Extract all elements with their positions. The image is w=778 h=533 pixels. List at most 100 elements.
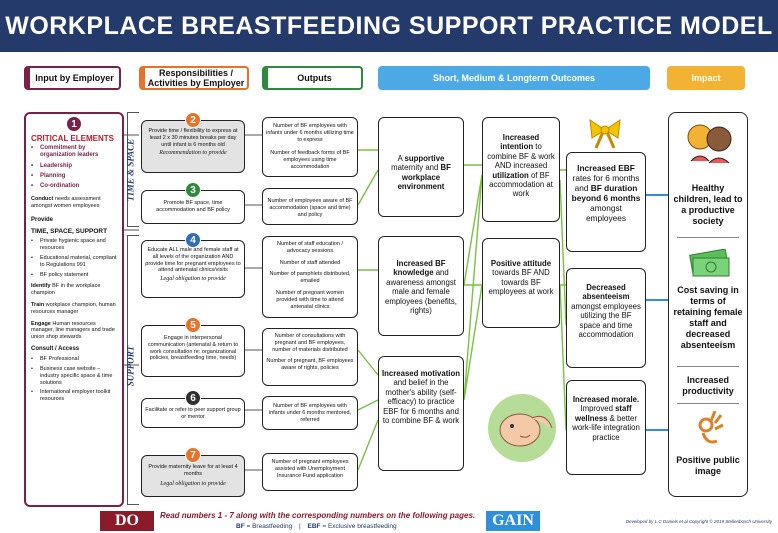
- outcome-bold: supportive: [404, 154, 445, 163]
- activity-text-3: Promote BF space, time accommodation and…: [156, 200, 230, 213]
- input-panel: 1 CRITICAL ELEMENTS Commitment by organi…: [24, 112, 124, 507]
- number-badge-3: 3: [185, 182, 201, 198]
- page-title: WORKPLACE BREASTFEEDING SUPPORT PRACTICE…: [0, 0, 778, 52]
- identify-rest: BF in the workplace champion: [31, 283, 101, 297]
- activity-box-4: Educate ALL male and female staff at all…: [141, 240, 245, 298]
- output-item: Number of staff education / advocacy ses…: [277, 241, 343, 254]
- outcome-morale: Increased morale. Improved staff wellnes…: [566, 380, 646, 475]
- train-bold: Train: [31, 301, 45, 308]
- outcome-ebf-rates: Increased EBF rates for 6 months and BF …: [566, 152, 646, 252]
- train-rest: workplace champion, human resources mana…: [31, 301, 116, 315]
- activity-note-2: Recommendation to provide: [159, 150, 227, 157]
- activity-text-2: Provide time / flexibility to express at…: [148, 128, 238, 148]
- impact-divider: [677, 403, 739, 404]
- output-item: Number of employees aware of BF accommod…: [267, 198, 353, 218]
- output-item: Number of BF employees with infants unde…: [266, 123, 354, 143]
- header-responsibilities-label: Responsibilities / Activities by Employe…: [147, 68, 245, 88]
- tss-item: Private hygienic space and resources: [31, 238, 117, 252]
- impact-panel: Healthy children, lead to a productive s…: [668, 112, 748, 497]
- critical-item: Co-ordination: [31, 183, 117, 191]
- outcome-text: towards BF AND towards BF employees at w…: [488, 268, 554, 297]
- footer-credit: Developed by L.C Daniels et al.Copyright…: [625, 519, 772, 524]
- outcome-bold: BF duration beyond 6 months: [571, 183, 641, 203]
- abbr-ebf-def: = Exclusive breastfeeding: [320, 523, 397, 530]
- tss-item: Educational material, compliant to Regul…: [31, 255, 117, 269]
- output-item: Number of pregnant, BF employees aware o…: [266, 358, 354, 372]
- header-input-label: Input by Employer: [35, 73, 114, 83]
- engage-rest: Human resources manager, line managers a…: [31, 320, 115, 341]
- header-outputs-label: Outputs: [297, 73, 332, 83]
- consult-item: Business case website – industry specifi…: [31, 366, 117, 386]
- outcome-bold: Increased morale.: [572, 395, 640, 404]
- consult-item: BF Professional: [31, 356, 117, 363]
- outcome-text: and belief in the mother's ability (self…: [382, 378, 460, 426]
- output-item: Number of pregnant women provided with t…: [275, 289, 345, 310]
- activity-box-5: Engage in interpersonal communication (a…: [141, 325, 245, 377]
- outcome-bold: BF workplace environment: [397, 163, 451, 192]
- outcome-text: maternity and: [391, 163, 441, 173]
- bow-icon: [586, 116, 624, 150]
- header-outcomes: Short, Medium & Longterm Outcomes: [378, 66, 650, 90]
- train-text: Train workplace champion, human resource…: [31, 302, 117, 316]
- baby-illustration: [482, 388, 562, 468]
- outcome-text: A: [397, 154, 405, 163]
- critical-item: Planning: [31, 173, 117, 181]
- outcome-text: and awareness amongst male and female em…: [385, 268, 457, 316]
- number-badge-1: 1: [66, 116, 82, 132]
- output-box-4: Number of staff education / advocacy ses…: [262, 236, 358, 318]
- number-badge-6: 6: [185, 390, 201, 406]
- number-badge-2: 2: [185, 112, 201, 128]
- outcome-intention: Increased intention to combine BF & work…: [482, 117, 560, 222]
- impact-productivity: Increased productivity: [682, 375, 734, 396]
- tss-item: BF policy statement: [31, 272, 117, 279]
- outcome-text: rates for 6 months and: [572, 173, 640, 193]
- activity-text-4: Educate ALL male and female staff at all…: [145, 247, 241, 274]
- outcome-bf-knowledge: Increased BF knowledge and awareness amo…: [378, 236, 464, 336]
- outcome-positive-attitude: Positive attitude towards BF AND towards…: [482, 238, 560, 328]
- outcome-motivation: Increased motivation and belief in the m…: [378, 356, 464, 471]
- children-illustration: [683, 117, 735, 165]
- outcome-bold: Increased intention: [500, 133, 540, 152]
- outcome-supportive-environment: A supportive maternity and BF workplace …: [378, 117, 464, 217]
- output-box-6: Number of BF employees with infants unde…: [262, 396, 358, 430]
- critical-elements-list: Commitment by organization leaders Leade…: [31, 145, 117, 191]
- impact-divider: [677, 237, 739, 238]
- outcome-text: to combine BF & work AND increased: [487, 142, 555, 171]
- activity-text-5: Engage in interpersonal communication (a…: [147, 335, 239, 362]
- output-box-2: Number of BF employees with infants unde…: [262, 117, 358, 177]
- header-responsibilities: Responsibilities / Activities by Employe…: [139, 66, 249, 90]
- outcome-text: amongst employees: [585, 203, 627, 223]
- critical-item: Leadership: [31, 163, 117, 171]
- number-badge-7: 7: [185, 447, 201, 463]
- abbr-ebf: EBF: [307, 523, 321, 530]
- outcome-bold: Decreased absenteeism: [582, 283, 630, 302]
- impact-cost-saving: Cost saving in terms of retaining female…: [673, 285, 743, 350]
- abbr-separator: |: [299, 523, 301, 530]
- activity-text-6: Facilitate or refer to peer support grou…: [145, 407, 241, 420]
- footer-read-note: Read numbers 1 - 7 along with the corres…: [160, 511, 476, 520]
- activity-text-7: Provide maternity leave for at least 4 m…: [148, 464, 238, 477]
- engage-text: Engage Human resources manager, line man…: [31, 321, 117, 341]
- outcome-bold: utilization: [492, 170, 529, 180]
- identify-bold: Identify: [31, 283, 51, 290]
- output-box-5: Number of consultations with pregnant an…: [262, 328, 358, 386]
- consult-item: International employer toolkit resources: [31, 389, 117, 403]
- outcome-bold: Positive attitude: [490, 259, 552, 268]
- conduct-rest: needs assessment amongst women employees: [31, 196, 101, 210]
- footer-gain-badge: GAIN: [486, 511, 540, 531]
- footer-do-badge: DO: [100, 511, 154, 531]
- side-label-support: SUPPORT: [125, 345, 136, 387]
- outcome-bold: Increased EBF: [577, 163, 635, 173]
- header-impact: Impact: [667, 66, 745, 90]
- outcome-bold: Increased BF knowledge: [393, 259, 446, 278]
- output-item: Number of pamphlets distributed, emailed: [269, 271, 351, 285]
- output-item: Number of feedback forms of BF employees…: [270, 150, 350, 170]
- footer-do-label: DO: [115, 512, 139, 529]
- abbr-bf: BF: [236, 523, 245, 530]
- activity-box-2: Provide time / flexibility to express at…: [141, 120, 245, 173]
- number-badge-5: 5: [185, 317, 201, 333]
- activity-note-4: Legal obligation to provide: [160, 276, 226, 283]
- ok-hand-icon: [693, 410, 725, 447]
- conduct-text: Conduct needs assessment amongst women e…: [31, 196, 117, 210]
